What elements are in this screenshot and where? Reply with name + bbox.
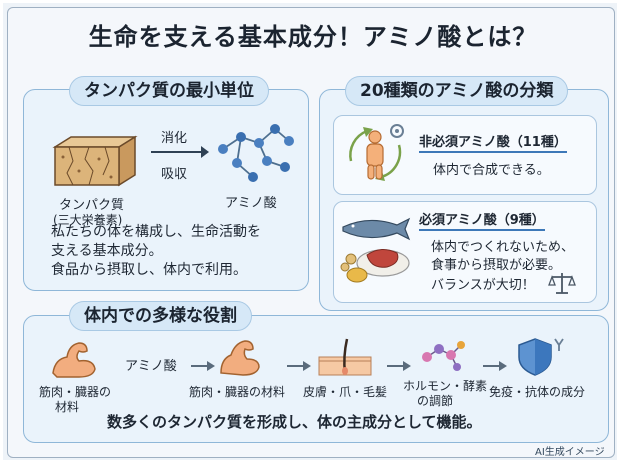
- essential-description-line-1: 体内でつくれないため、: [431, 240, 575, 255]
- panel-protein-unit: [23, 89, 309, 291]
- page-title: 生命を支える基本成分！アミノ酸とは？: [88, 23, 538, 51]
- panel-roles-heading: 体内での多様な役割: [69, 301, 252, 331]
- flexed-arm-icon: [52, 342, 96, 378]
- right-arrow-icon-2: [287, 361, 311, 371]
- hormone-enzyme-icon: [422, 341, 465, 371]
- right-arrow-icon-3: [387, 361, 411, 371]
- arrow-label-digestion: 消化: [161, 131, 188, 146]
- muscle-arm-icon: [220, 340, 260, 376]
- muscle-organ-label-line-1: 筋肉・臓器の: [39, 385, 112, 399]
- right-arrow-icon: [151, 146, 209, 158]
- muscle-organ-label-line-2: 材料: [55, 400, 80, 414]
- amino-molecule-icon: [218, 124, 294, 182]
- protein-description-line-1: 私たちの体を構成し、生命活動を: [51, 224, 261, 240]
- role-step-4: 免疫・抗体の成分: [489, 385, 586, 399]
- amino-acid-label: アミノ酸: [225, 196, 277, 211]
- food-plate-icon: [340, 217, 411, 283]
- panel-classification-heading: 20種類のアミノ酸の分類: [345, 76, 569, 106]
- roles-summary: 数多くのタンパク質を形成し、体の主成分として機能。: [107, 413, 482, 431]
- essential-title: 必須アミノ酸（9種）: [419, 209, 545, 231]
- essential-description-line-2: 食事から摂取が必要。: [431, 258, 562, 273]
- role-step-2: 皮膚・爪・毛髪: [303, 385, 388, 399]
- nonessential-title: 非必須アミノ酸（11種）: [419, 131, 567, 153]
- ai-generated-note: AI生成イメージ: [535, 447, 605, 458]
- right-arrow-icon-1: [191, 361, 215, 371]
- protein-description-line-2: 支える基本成分。: [51, 243, 163, 259]
- essential-description-line-3: バランスが大切！: [431, 278, 535, 293]
- panel-roles: [23, 315, 609, 443]
- protein-label: タンパク質: [59, 198, 125, 213]
- nonessential-description: 体内で合成できる。: [433, 163, 550, 178]
- balance-scale-icon: [548, 273, 576, 294]
- protein-sublabel: (三大栄養素): [53, 213, 123, 227]
- role-step-1: 筋肉・臓器の材料: [189, 385, 286, 399]
- hair-skin-icon: [318, 338, 372, 376]
- panel-protein-unit-heading: タンパク質の最小単位: [69, 76, 269, 106]
- role-step-3-line-1: ホルモン・酵素: [403, 379, 488, 393]
- arrow-label-absorption: 吸収: [161, 167, 188, 182]
- protein-block-icon: [52, 135, 138, 187]
- human-cycle-icon: [349, 124, 404, 181]
- shield-icon: [518, 338, 564, 376]
- role-step-3-line-2: の調節: [417, 394, 454, 408]
- protein-description-line-3: 食品から摂取し、体内で利用。: [51, 262, 247, 278]
- right-arrow-icon-4: [483, 361, 507, 371]
- roles-amino-acid-label: アミノ酸: [125, 359, 177, 374]
